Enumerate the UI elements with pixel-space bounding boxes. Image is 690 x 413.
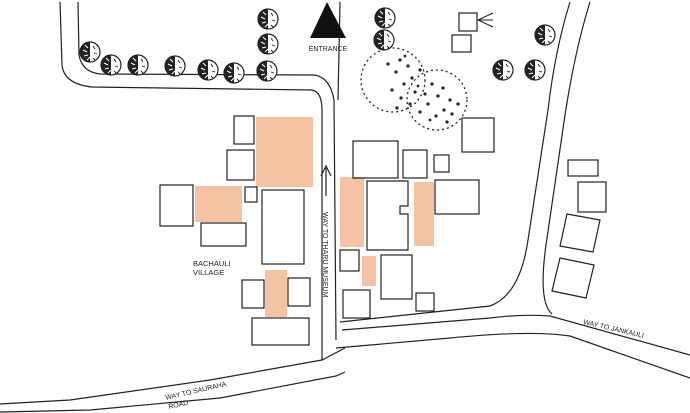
tree-icon bbox=[374, 7, 396, 29]
building bbox=[342, 289, 371, 319]
sauraha-road-label-line2: ROAD bbox=[168, 400, 189, 411]
museum-road-label: WAY TO THARU MUSEUM bbox=[321, 212, 328, 298]
village-label-line2: VILLAGE bbox=[193, 268, 224, 277]
building bbox=[339, 249, 360, 272]
building bbox=[402, 149, 428, 179]
buildings bbox=[159, 12, 607, 346]
tree-icon bbox=[79, 41, 101, 63]
building bbox=[577, 181, 607, 213]
east-road-inner-edge bbox=[542, 1, 591, 315]
highlighted-buildings bbox=[195, 117, 434, 317]
highlighted-building bbox=[362, 256, 376, 286]
jankauli-road-label: WAY TO JANKAULI bbox=[583, 319, 645, 340]
building bbox=[380, 254, 413, 300]
road-to-jankauli-lower bbox=[335, 332, 690, 379]
building bbox=[200, 222, 247, 247]
gate-icon bbox=[477, 12, 494, 28]
building bbox=[159, 184, 194, 227]
highlighted-building bbox=[265, 270, 287, 317]
building bbox=[241, 279, 265, 309]
highlighted-building bbox=[195, 186, 242, 222]
tree-icon bbox=[127, 54, 149, 76]
building bbox=[244, 186, 258, 203]
highlighted-building bbox=[414, 182, 434, 246]
tree-icon bbox=[197, 59, 219, 81]
building bbox=[461, 117, 495, 153]
building bbox=[415, 292, 435, 312]
building bbox=[226, 149, 255, 181]
building bbox=[451, 34, 472, 53]
tree-icon bbox=[524, 59, 546, 81]
road-to-sauraha-upper bbox=[0, 347, 346, 405]
building bbox=[352, 140, 399, 179]
up-arrow-icon bbox=[320, 164, 332, 196]
road-to-jankauli-upper bbox=[341, 314, 690, 356]
building bbox=[233, 115, 255, 145]
sauraha-road-label-line1: WAY TO SAURAHA bbox=[165, 381, 228, 402]
building bbox=[551, 257, 595, 299]
building bbox=[567, 159, 599, 177]
north-road-left-edge bbox=[59, 1, 323, 360]
building bbox=[433, 154, 450, 173]
building bbox=[287, 277, 311, 307]
north-triangle-icon bbox=[310, 2, 346, 38]
grove-foliage bbox=[386, 54, 460, 124]
building bbox=[251, 317, 310, 346]
entrance-label: ENTRANCE bbox=[309, 46, 348, 53]
building bbox=[458, 12, 478, 32]
building bbox=[559, 213, 601, 253]
east-road-left-edge bbox=[337, 1, 341, 101]
tree-icon bbox=[257, 33, 279, 55]
village-label-line1: BACHAULI bbox=[193, 259, 231, 268]
highlighted-building bbox=[256, 117, 313, 187]
tree-icon bbox=[534, 24, 556, 46]
tree-icon bbox=[256, 60, 278, 82]
tree-icon bbox=[257, 8, 279, 30]
grove-outline bbox=[360, 47, 468, 131]
tree-icon bbox=[100, 54, 122, 76]
tree-icon bbox=[492, 59, 514, 81]
road-to-sauraha-lower bbox=[0, 371, 346, 413]
highlighted-building bbox=[340, 177, 364, 247]
tree-icon bbox=[223, 62, 245, 84]
tree-icon bbox=[373, 29, 395, 51]
east-road-outer-edge bbox=[339, 1, 571, 323]
building bbox=[261, 189, 305, 265]
building bbox=[434, 179, 480, 215]
tree-icon bbox=[164, 55, 186, 77]
building bbox=[366, 180, 409, 251]
